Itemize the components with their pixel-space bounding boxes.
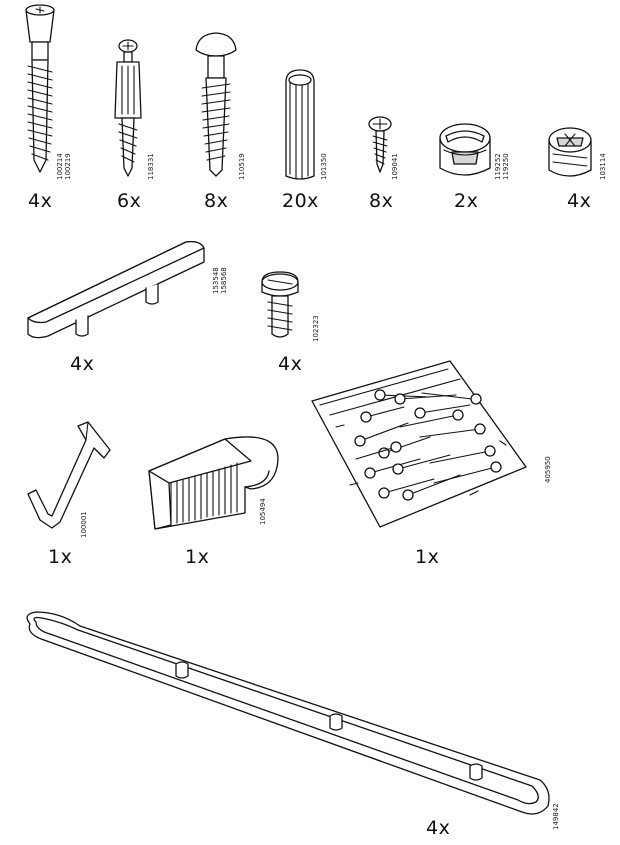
- cam-bolt-icon: [25, 4, 55, 173]
- allen-key-icon: [27, 421, 111, 529]
- quantity-label: 8x: [204, 190, 229, 212]
- part-cam-lock-large: 119252 119250 2x: [430, 0, 520, 215]
- nail-bag-icon: [311, 360, 527, 528]
- part-mushroom-pin: 110519 8x: [180, 0, 260, 215]
- part-dowel-screw: 118331 6x: [95, 0, 170, 215]
- part-code: 103114: [599, 153, 607, 180]
- part-code: 153548 158568: [212, 267, 228, 294]
- part-handle-long: 149842 4x: [0, 600, 620, 845]
- part-cam-bolt-long: 100214 100219 4x: [0, 0, 90, 215]
- part-handle-screw: 102323 4x: [250, 270, 330, 380]
- quantity-label: 1x: [415, 546, 440, 568]
- quantity-label: 6x: [117, 190, 142, 212]
- part-code: 110519: [238, 153, 246, 180]
- screw-icon: [261, 271, 299, 338]
- quantity-label: 4x: [278, 353, 303, 375]
- part-allen-key: 100001 1x: [0, 410, 111, 575]
- part-code: 100001: [80, 511, 88, 538]
- handle-icon: [27, 240, 205, 339]
- quantity-label: 4x: [28, 190, 53, 212]
- stopper-icon: [148, 436, 279, 530]
- part-code: 109041: [391, 153, 399, 180]
- part-handle-short: 153548 158568 4x: [0, 230, 240, 380]
- part-wood-dowel: 101350 20x: [268, 0, 348, 215]
- small-screw-icon: [368, 116, 392, 173]
- part-code: 118331: [147, 153, 155, 180]
- mushroom-pin-icon: [195, 32, 237, 177]
- part-code: 100214 100219: [56, 153, 72, 180]
- part-code: 105494: [259, 498, 267, 525]
- wood-dowel-icon: [285, 69, 315, 180]
- quantity-label: 4x: [567, 190, 592, 212]
- part-code: 149842: [552, 803, 560, 830]
- dowel-screw-icon: [114, 39, 142, 177]
- quantity-label: 1x: [185, 546, 210, 568]
- part-code: 101350: [320, 153, 328, 180]
- part-code: 405950: [544, 456, 552, 483]
- part-nail-bag: 405950 1x: [300, 355, 560, 575]
- long-handle-icon: [26, 611, 550, 815]
- part-code: 102323: [312, 315, 320, 342]
- cam-lock-icon: [439, 123, 491, 176]
- part-small-screw: 109041 8x: [355, 0, 425, 215]
- quantity-label: 8x: [369, 190, 394, 212]
- cam-lock-icon: [548, 127, 592, 177]
- part-cam-lock-small: 103114 4x: [535, 0, 620, 215]
- part-code: 119252 119250: [494, 153, 510, 180]
- quantity-label: 4x: [426, 817, 451, 839]
- quantity-label: 4x: [70, 353, 95, 375]
- quantity-label: 1x: [48, 546, 73, 568]
- quantity-label: 20x: [282, 190, 319, 212]
- quantity-label: 2x: [454, 190, 479, 212]
- part-door-stopper: 105494 1x: [135, 425, 285, 575]
